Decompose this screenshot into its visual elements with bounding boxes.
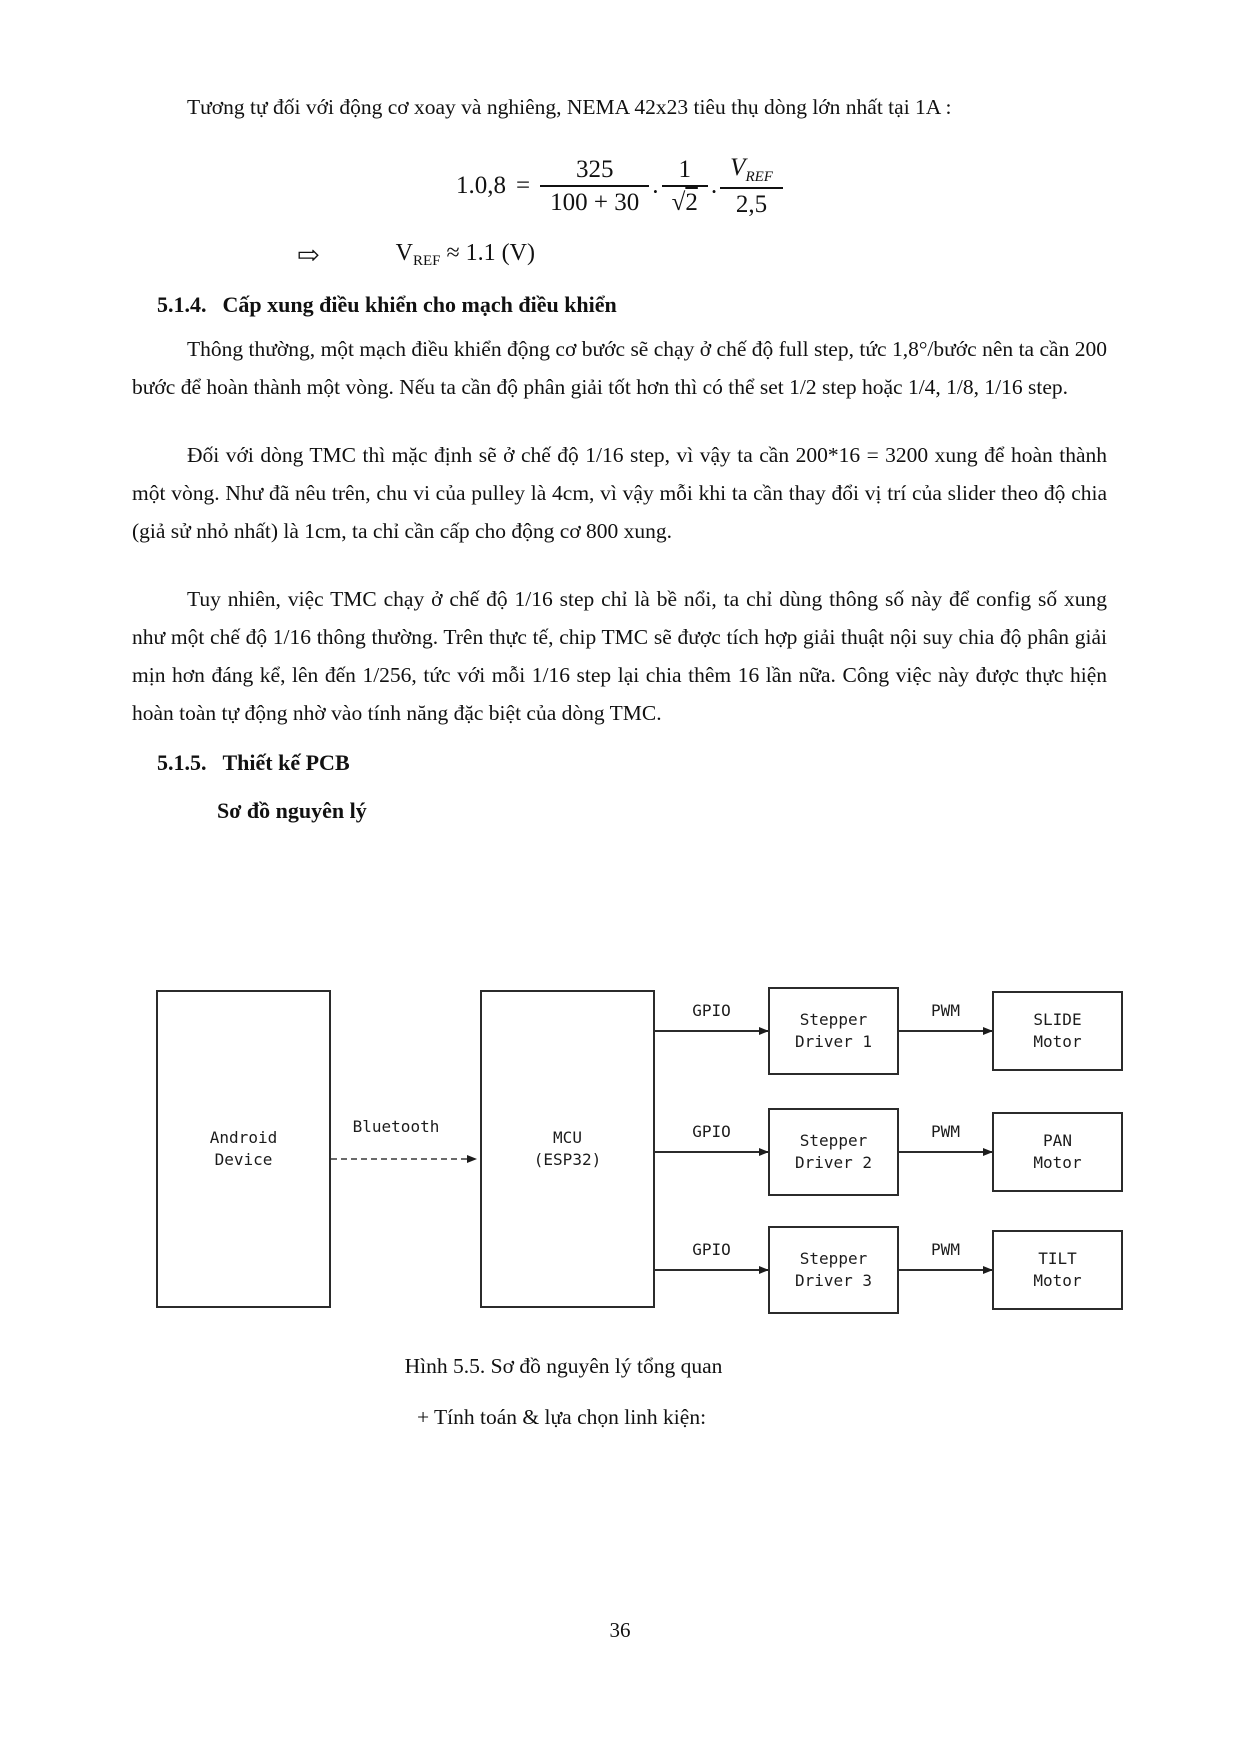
multiply-dot: · [651, 179, 660, 206]
gpio-wire-1 [655, 1030, 768, 1032]
vref-subscript: REF [745, 169, 773, 185]
vref-base: V [395, 240, 413, 266]
pan-motor-line1: PAN [1043, 1131, 1072, 1150]
fraction-current-numerator: 325 [540, 154, 650, 187]
pwm-wire-2 [899, 1151, 992, 1153]
gpio-arrowhead-icon [759, 1266, 769, 1274]
mcu-label-line2: (ESP32) [533, 1150, 602, 1169]
driver3-label-line2: Driver 3 [794, 1271, 873, 1290]
vref-sub: REF [412, 253, 441, 269]
formula-equals: = [516, 172, 531, 199]
fraction-vref: VREF 2,5 [720, 152, 783, 220]
android-label-line2: Device [214, 1150, 273, 1169]
figure-caption: Hình 5.5. Sơ đồ nguyên lý tổng quan [404, 1354, 723, 1378]
driver1-label-line2: Driver 1 [794, 1032, 873, 1051]
tilt-motor-block: TILT Motor [992, 1230, 1123, 1310]
pwm-label-3: PWM [931, 1240, 960, 1259]
calculation-note: + Tính toán & lựa chọn linh kiện: [416, 1405, 707, 1429]
fraction-current-denominator: 100 + 30 [550, 189, 640, 216]
radical-sign: √ [671, 189, 686, 216]
vref-formula: 1.0,8 = 325 100 + 30 · 1 √2 · VREF 2,5 [132, 144, 1107, 228]
gpio-wire-3 [655, 1269, 768, 1271]
schematic-subheading: Sơ đồ nguyên lý [217, 798, 367, 823]
pwm-label-1: PWM [931, 1001, 960, 1020]
fullstep-paragraph: Thông thường, một mạch điều khiển động c… [132, 337, 1107, 399]
driver3-label-line1: Stepper [799, 1249, 868, 1268]
gpio-wire-2 [655, 1151, 768, 1153]
section-number: 5.1.4. [157, 292, 207, 317]
stepper-driver-2-block: Stepper Driver 2 [768, 1108, 899, 1196]
stepper-driver-3-block: Stepper Driver 3 [768, 1226, 899, 1314]
fraction-sqrt2: 1 √2 [661, 154, 708, 219]
driver1-label-line1: Stepper [799, 1010, 868, 1029]
android-device-block: Android Device [156, 990, 331, 1308]
bluetooth-link-wire [331, 1158, 467, 1160]
interpolation-paragraph: Tuy nhiên, việc TMC chạy ở chế độ 1/16 s… [132, 587, 1107, 725]
fraction-sqrt2-denominator: √2 [662, 187, 708, 218]
stepper-driver-1-block: Stepper Driver 1 [768, 987, 899, 1075]
fraction-vref-denominator: 2,5 [735, 190, 768, 218]
bluetooth-arrowhead-icon [467, 1155, 477, 1163]
gpio-label-2: GPIO [692, 1122, 731, 1141]
pwm-arrowhead-icon [983, 1266, 993, 1274]
vref-value: ≈ 1.1 (V) [440, 240, 535, 266]
pwm-wire-3 [899, 1269, 992, 1271]
gpio-arrowhead-icon [759, 1148, 769, 1156]
gpio-arrowhead-icon [759, 1027, 769, 1035]
page-number: 36 [609, 1618, 631, 1642]
vref-result: VREF ≈ 1.1 (V) [396, 240, 535, 270]
pan-motor-line2: Motor [1033, 1153, 1082, 1172]
section-title: Thiết kế PCB [222, 750, 350, 775]
section-title: Cấp xung điều khiển cho mạch điều khiển [222, 292, 617, 317]
driver2-label-line1: Stepper [799, 1131, 868, 1150]
driver2-label-line2: Driver 2 [794, 1153, 873, 1172]
tmc-paragraph: Đối với dòng TMC thì mặc định sẽ ở chế đ… [132, 443, 1107, 543]
bluetooth-label: Bluetooth [352, 1117, 440, 1136]
tilt-motor-line1: TILT [1038, 1249, 1077, 1268]
intro-paragraph: Tương tự đối với động cơ xoay và nghiêng… [187, 95, 952, 119]
fraction-vref-numerator: VREF [720, 152, 783, 189]
vref-symbol: V [730, 154, 746, 181]
slide-motor-line1: SLIDE [1033, 1010, 1082, 1029]
section-heading-515: 5.1.5. Thiết kế PCB [157, 746, 1107, 780]
formula-result-line: ⇨ VREF ≈ 1.1 (V) [132, 236, 1107, 274]
section-heading-514: 5.1.4. Cấp xung điều khiển cho mạch điều … [157, 288, 1107, 322]
gpio-label-3: GPIO [692, 1240, 731, 1259]
block-diagram: Android Device Bluetooth MCU (ESP32) GPI… [140, 976, 1140, 1320]
slide-motor-line2: Motor [1033, 1032, 1082, 1051]
pwm-arrowhead-icon [983, 1027, 993, 1035]
gpio-label-1: GPIO [692, 1001, 731, 1020]
pwm-label-2: PWM [931, 1122, 960, 1141]
tilt-motor-line2: Motor [1033, 1271, 1082, 1290]
section-number: 5.1.5. [157, 750, 207, 775]
formula-lhs: 1.0,8 [456, 172, 507, 199]
radicand: 2 [685, 189, 698, 216]
pwm-wire-1 [899, 1030, 992, 1032]
pan-motor-block: PAN Motor [992, 1112, 1123, 1192]
mcu-label-line1: MCU [553, 1128, 582, 1147]
mcu-block: MCU (ESP32) [480, 990, 655, 1308]
implies-arrow-icon: ⇨ [297, 239, 320, 270]
fraction-current: 325 100 + 30 [540, 154, 650, 219]
pwm-arrowhead-icon [983, 1148, 993, 1156]
multiply-dot: · [709, 179, 719, 206]
slide-motor-block: SLIDE Motor [992, 991, 1123, 1071]
fraction-sqrt2-numerator: 1 [661, 154, 708, 187]
android-label-line1: Android [209, 1128, 278, 1147]
